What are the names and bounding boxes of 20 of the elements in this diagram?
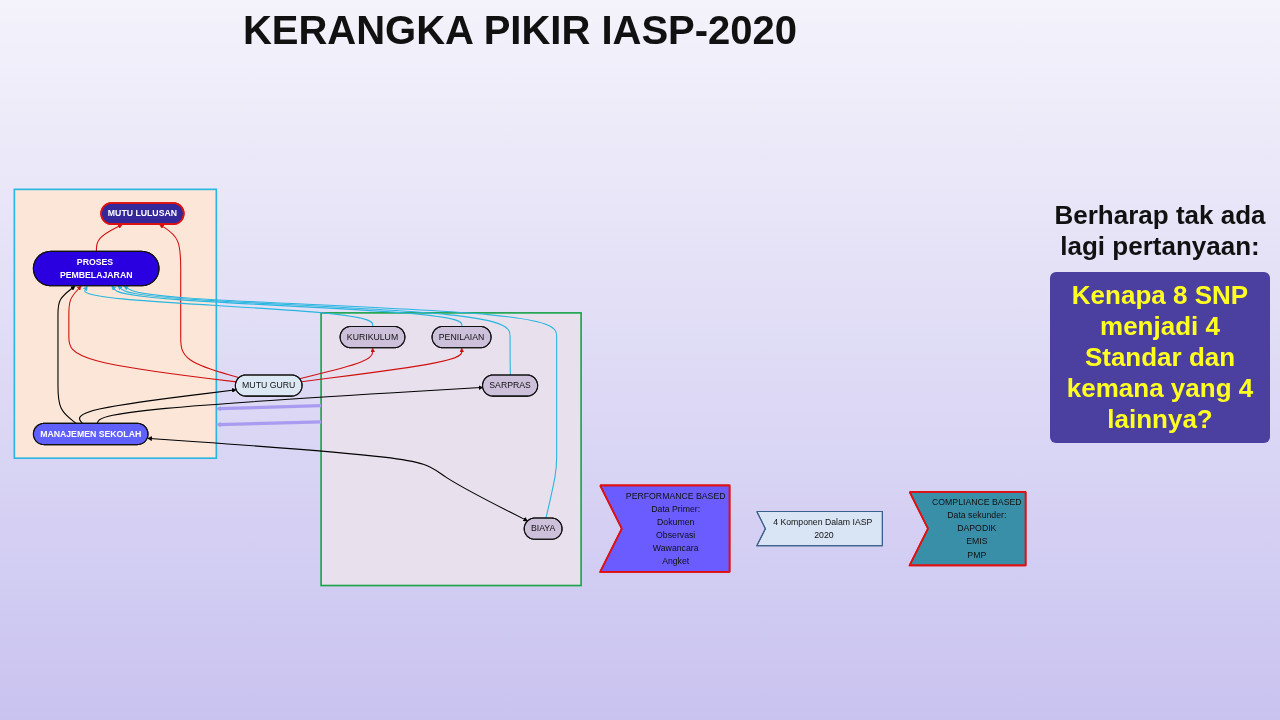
cluster [320,311,582,586]
question-text: Kenapa 8 SNP menjadi 4 Standar dan kemana yang 4 lainnya? [1050,272,1270,443]
arrow [147,435,528,521]
arrow [216,419,322,427]
arrow [78,387,237,424]
arrow [83,285,374,327]
arrow [123,285,558,519]
arrow [57,285,78,424]
arrow [117,285,511,376]
arrow [159,223,240,378]
arrow [299,347,376,379]
arrow [111,285,463,327]
arrow [68,285,237,382]
arrow [95,223,123,252]
note-text: Berharap tak ada lagi pertanyaan: [1053,200,1267,262]
arrow [300,347,465,382]
arrow [96,384,484,424]
arrow [216,403,322,411]
cluster [13,188,218,459]
diagram-title: KERANGKA PIKIR IASP-2020 [241,8,799,53]
